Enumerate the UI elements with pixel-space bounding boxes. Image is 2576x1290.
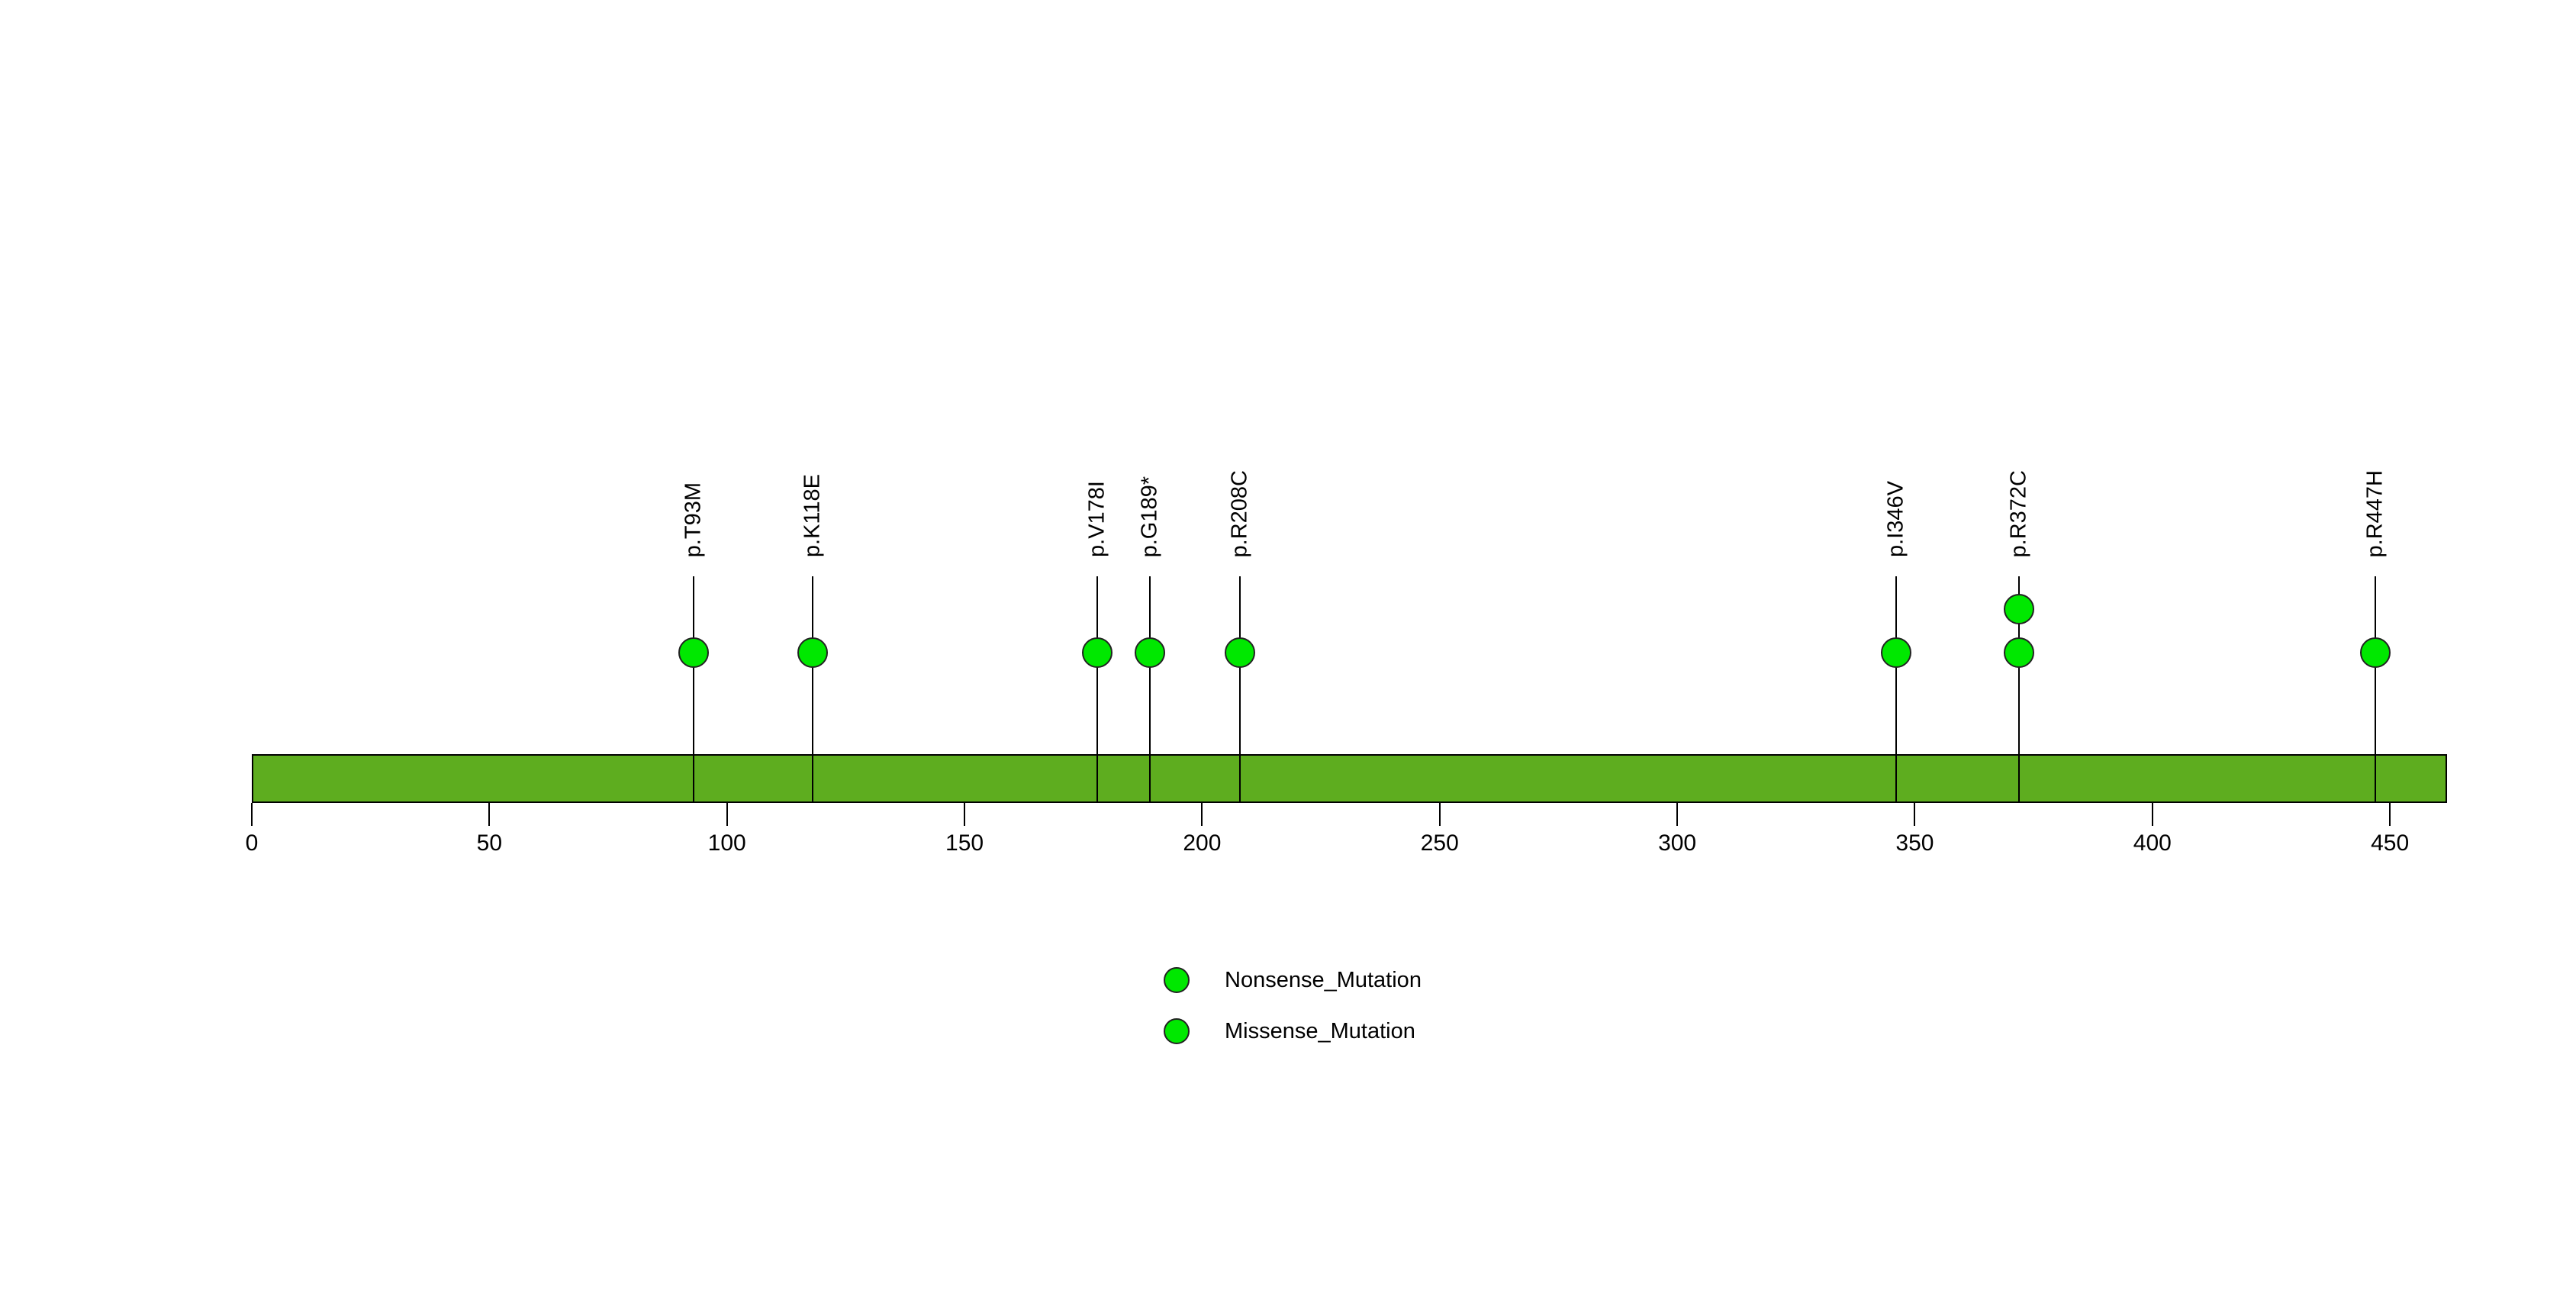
- lollipop-dot[interactable]: [1880, 637, 1911, 668]
- lollipop-dot[interactable]: [678, 637, 710, 668]
- lollipop-label-text: p.I346V: [1883, 481, 1908, 557]
- lollipop-label-text: p.R447H: [2362, 469, 2388, 557]
- lollipop-stem: [2375, 576, 2377, 803]
- lollipop-label: p.R372C: [2006, 0, 2031, 557]
- legend-swatch-icon: [1164, 1018, 1190, 1044]
- lollipop-label-text: p.T93M: [681, 482, 706, 557]
- x-axis-tick: [1676, 803, 1679, 826]
- x-axis-tick-label: 450: [2371, 830, 2410, 856]
- x-axis-tick-label: 350: [1895, 830, 1934, 856]
- legend-item[interactable]: Missense_Mutation: [1164, 1014, 1415, 1048]
- x-axis-tick-label: 0: [245, 830, 259, 856]
- x-axis-tick-label: 300: [1658, 830, 1697, 856]
- lollipop-stem: [1096, 576, 1099, 803]
- x-axis-tick-label: 50: [476, 830, 503, 856]
- x-axis-tick-label: 200: [1183, 830, 1222, 856]
- x-axis-tick-label: 400: [2133, 830, 2172, 856]
- x-axis-tick-label: 250: [1420, 830, 1459, 856]
- lollipop-label: p.K118E: [800, 0, 825, 557]
- lollipop-label: p.R208C: [1227, 0, 1252, 557]
- lollipop-stem: [2018, 576, 2021, 803]
- lollipop-stem: [1239, 576, 1241, 803]
- legend-item[interactable]: Nonsense_Mutation: [1164, 963, 1422, 997]
- lollipop-label-text: p.G189*: [1137, 476, 1162, 557]
- x-axis-tick: [964, 803, 966, 826]
- lollipop-dot[interactable]: [1134, 637, 1165, 668]
- lollipop-label-text: p.R208C: [1227, 469, 1252, 557]
- lollipop-stem: [693, 576, 695, 803]
- lollipop-dot[interactable]: [2004, 637, 2035, 668]
- lollipop-dot[interactable]: [2360, 637, 2391, 668]
- lollipop-dot[interactable]: [2004, 594, 2035, 624]
- lollipop-stem: [1148, 576, 1151, 803]
- lollipop-label-text: p.K118E: [800, 473, 825, 557]
- legend-item-label: Nonsense_Mutation: [1225, 967, 1422, 992]
- x-axis-tick: [2151, 803, 2153, 826]
- x-axis-tick: [488, 803, 491, 826]
- lollipop-label-text: p.R372C: [2006, 469, 2031, 557]
- lollipop-label: p.I346V: [1883, 0, 1908, 557]
- x-axis-tick: [2389, 803, 2391, 826]
- lollipop-stem: [811, 576, 813, 803]
- lollipop-label: p.T93M: [681, 0, 706, 557]
- x-axis-tick: [1914, 803, 1916, 826]
- x-axis-tick: [1438, 803, 1441, 826]
- x-axis-tick-label: 100: [707, 830, 746, 856]
- lollipop-stem: [1895, 576, 1897, 803]
- lollipop-dot[interactable]: [1082, 637, 1113, 668]
- lollipop-label-text: p.V178I: [1084, 481, 1109, 557]
- lollipop-label: p.V178I: [1084, 0, 1109, 557]
- legend-item-label: Missense_Mutation: [1225, 1018, 1415, 1043]
- lollipop-label: p.R447H: [2362, 0, 2388, 557]
- lollipop-label: p.G189*: [1137, 0, 1162, 557]
- lollipop-dot[interactable]: [1225, 637, 1256, 668]
- x-axis-tick: [1201, 803, 1203, 826]
- x-axis-tick: [251, 803, 253, 826]
- legend-swatch-icon: [1164, 967, 1190, 993]
- lollipop-dot[interactable]: [797, 637, 828, 668]
- protein-backbone-bar: [252, 754, 2447, 803]
- x-axis-tick-label: 150: [945, 830, 984, 856]
- x-axis-tick: [726, 803, 728, 826]
